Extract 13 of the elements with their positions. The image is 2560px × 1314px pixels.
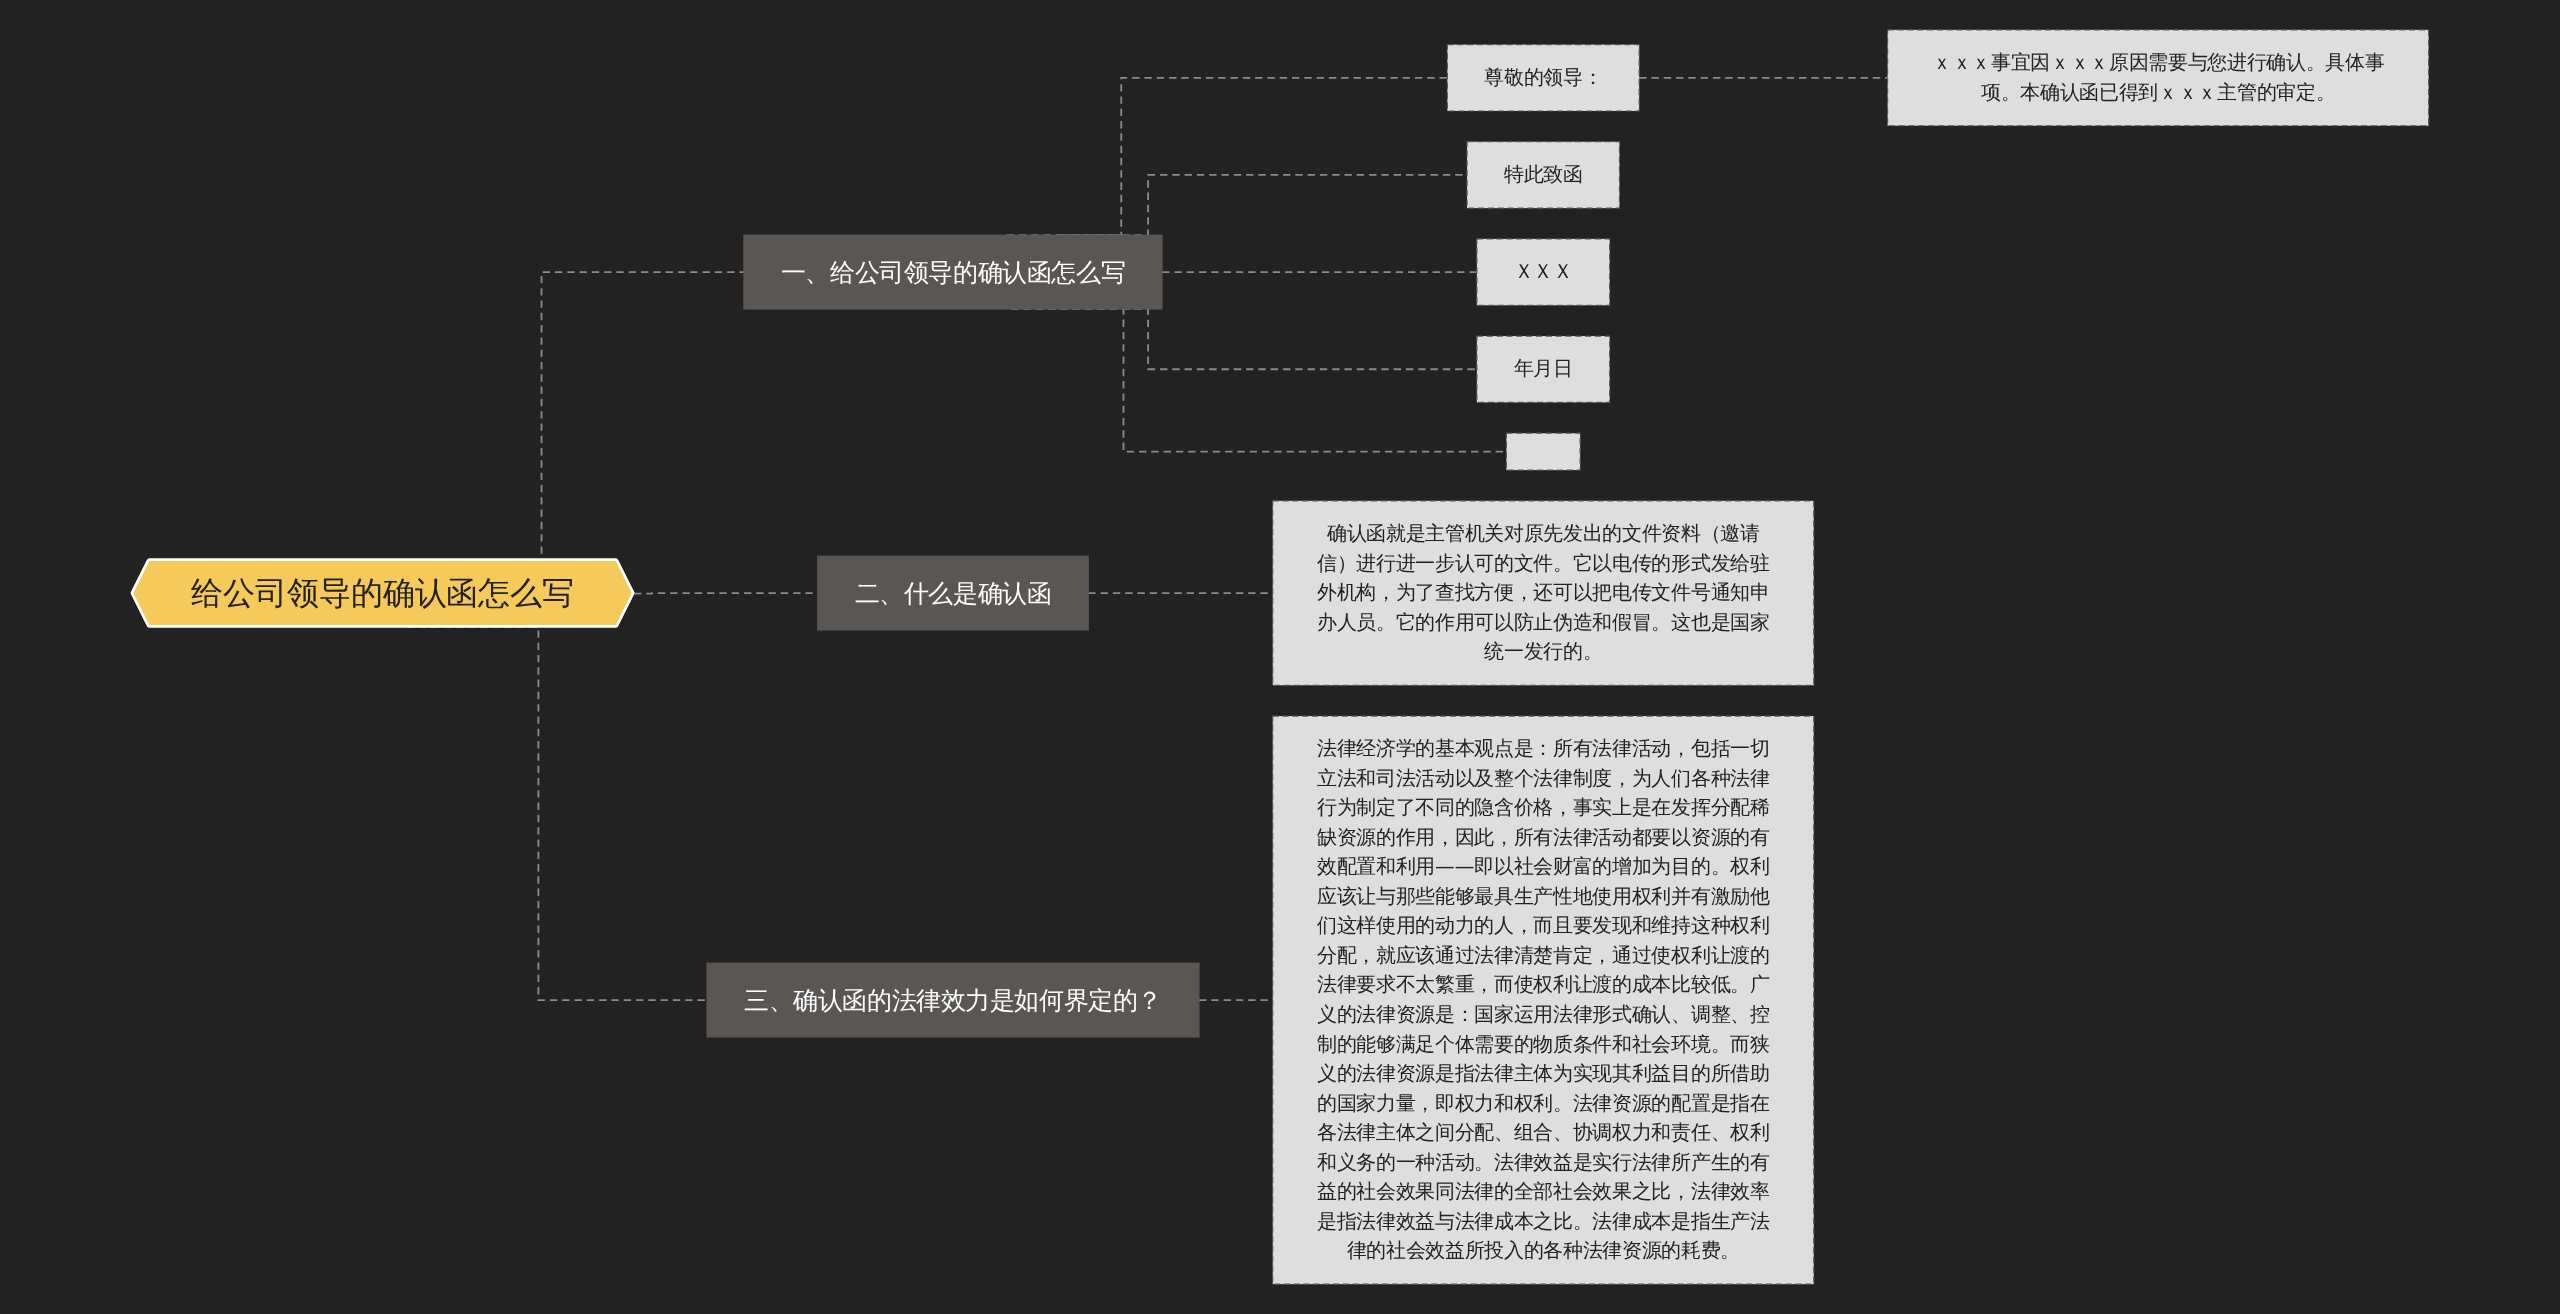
node-box [1476, 238, 1611, 306]
node-box [1886, 29, 2430, 127]
node-box [706, 962, 1200, 1038]
node-box [743, 234, 1163, 310]
node-box [1446, 44, 1640, 112]
node-box [1466, 141, 1620, 209]
node-box [816, 555, 1089, 631]
node-box [1505, 432, 1581, 471]
mind-map-diagram: 给公司领导的确认函怎么写 一、给公司领导的确认函怎么写 尊敬的领导： ｘｘｘ事宜因ｘｘｘ原因需要与您进行确认。具体事项。本确认函已得到ｘｘｘ主管的审定。 特此致函 ＸＸＸ 年月日 二、什么是确认函 确认函就是主管机关对原先发出的文件资料（邀请信）进行进一步认可的文件。它以电传的形式发给驻外机构，为了查找方便，还可以把电传文件号通知申办人员。它的作用可以防止伪造和假冒。这也是国家统一发行的。 三、确认函的法律效力是如何界定的？ 法律经济学的基本观点是：所有法律活动，包括一切立法和司法活动以及整个法律制度，为人们各种法律行为制定了不同的隐含价格，事实上是在发挥分配稀缺资源的作用，因此，所有法律活动都要以资源的有效配置和利用——即以社会财富的增加为目的。权利应该让与那些能够最具生产性地使用权利并有激励他们这样使用的动力的人，而且要发现和维持这种权利分配，就应该通过法律清楚肯定，通过使权利让渡的法律要求不太繁重，而使权利让渡的成本比较低。广义的法律资源是：国家运用法律形式确认、调整、控制的能够满足个体需要的物质条件和社会环境。而狭义的法律资源是指法律主体为实现其利益目的所借助的国家力量，即权力和权利。法律资源的配置是指在各法律主体之间分配、组合、协调权力和责任、权利和义务的一种活动。法律效益是实行法律所产生的有益的社会效果同法律的全部社会效果之比，法律效率是指法律效益与法律成本之比。法律成本是指生产法律的社会效益所投入的各种法律资源的耗费。 [121, 20, 2439, 1294]
node-box [1476, 335, 1611, 404]
connector [1638, 76, 1889, 79]
node-box [1271, 715, 1815, 1285]
node-box [1271, 500, 1815, 686]
